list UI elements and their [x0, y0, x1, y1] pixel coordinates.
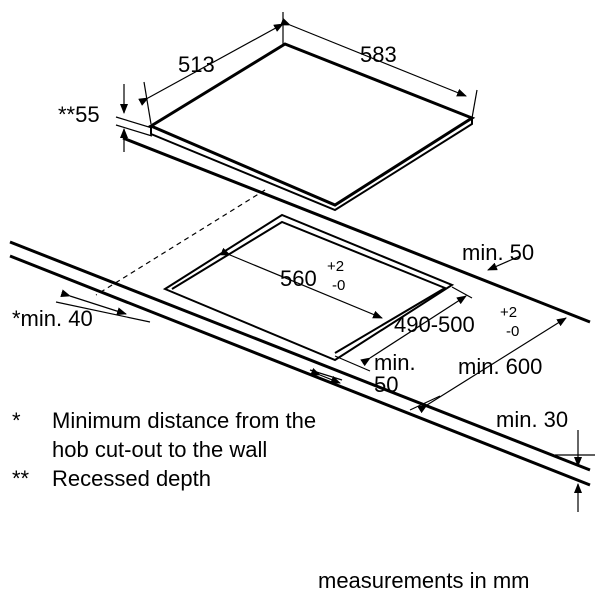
note-mark-1: *	[12, 408, 21, 433]
note-text-2: hob cut-out to the wall	[52, 437, 268, 462]
width-label: 513	[178, 52, 215, 77]
note-text-3: Recessed depth	[52, 466, 211, 491]
cutout-depth-tol-minus: -0	[506, 323, 519, 340]
min-thickness-label: min. 30	[496, 407, 568, 432]
note-text-1: Minimum distance from the	[52, 408, 317, 433]
note-mark-3: **	[12, 466, 30, 491]
cutout-depth-label: 490-500	[394, 312, 475, 337]
dimension-lines	[60, 17, 582, 512]
min-front-label-line1: min.	[374, 350, 416, 375]
cutout-width-tol-plus: +2	[327, 258, 344, 275]
length-label: 583	[360, 42, 397, 67]
units-footer: measurements in mm	[318, 568, 530, 593]
cutout-width-tol-minus: -0	[332, 277, 345, 294]
min-back-label: min. 50	[462, 240, 534, 265]
cutout-width-label: 560	[280, 266, 317, 291]
cutout-depth-tol-plus: +2	[500, 304, 517, 321]
min-wall-label: *min. 40	[12, 306, 93, 331]
projection-line	[95, 189, 266, 296]
min-front-label-line2: 50	[374, 372, 398, 397]
recess-label: **55	[58, 102, 100, 127]
min-worktop-depth-label: min. 600	[458, 354, 542, 379]
